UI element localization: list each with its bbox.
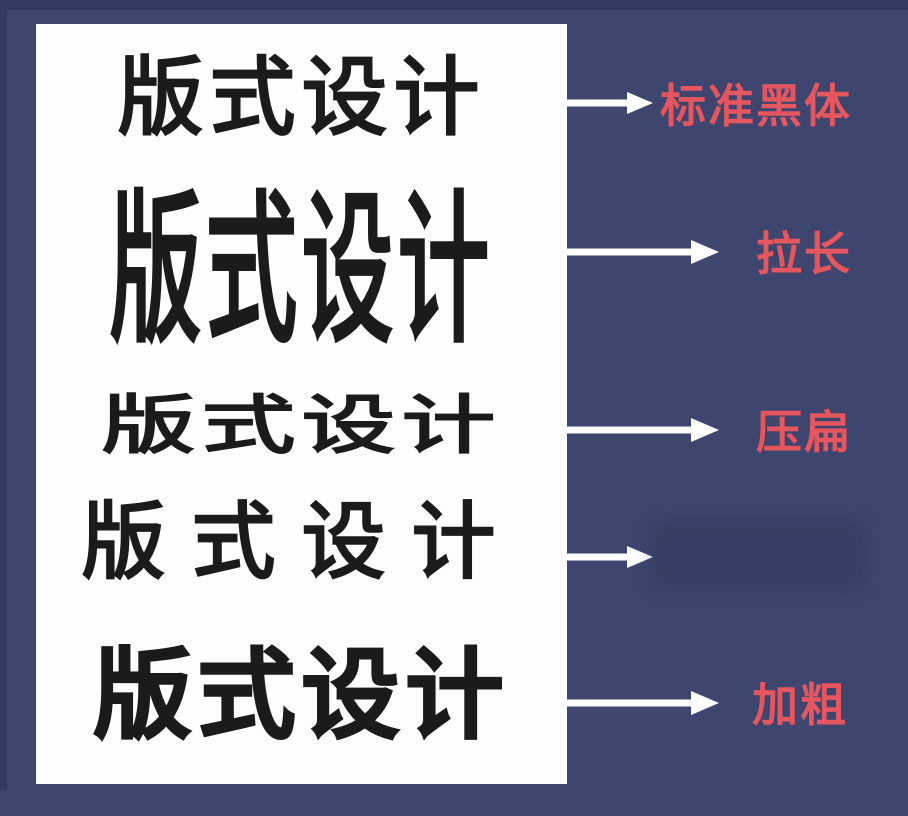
right-arrow-icon — [565, 686, 725, 720]
type-sample-bold: 版式设计 — [92, 640, 510, 750]
annotation-label-stretched: 拉长 — [756, 228, 852, 280]
erased-label-smudge — [648, 518, 868, 592]
annotation-label-flattened: 压扁 — [756, 406, 852, 458]
top-edge-band — [0, 0, 908, 10]
right-arrow-icon — [565, 235, 725, 269]
annotation-label-bold: 加粗 — [752, 679, 848, 731]
type-sample-letter-spaced: 版式设计 — [81, 495, 522, 589]
type-sample-card: 版式设计 版式设计 版式设计 版式设计 版式设计 — [36, 24, 567, 784]
annotation-label-standard-hei: 标准黑体 — [660, 80, 852, 132]
type-sample-flattened: 版式设计 — [101, 389, 502, 462]
left-edge-band — [0, 10, 7, 790]
right-arrow-icon — [565, 413, 725, 447]
type-sample-standard: 版式设计 — [117, 50, 486, 146]
right-arrow-icon — [565, 540, 725, 574]
type-sample-stretched: 版式设计 — [109, 181, 494, 363]
right-arrow-icon — [565, 86, 725, 120]
